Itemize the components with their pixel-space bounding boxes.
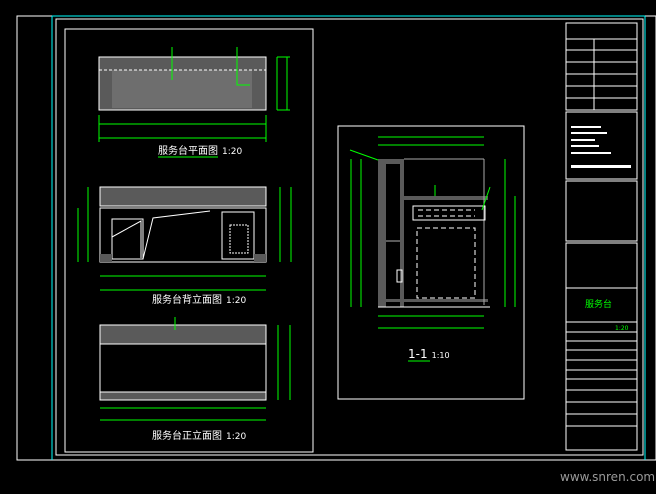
front-elevation-view (99, 317, 291, 421)
back-elevation-scale: 1:20 (226, 296, 246, 306)
front-elevation-title-line: 服务台正立面图 1:20 (152, 429, 246, 442)
section-sheet (337, 125, 525, 400)
plan-title-line: 服务台平面图 1:20 (158, 144, 242, 157)
section-title-line: 1-1 1:10 (408, 347, 450, 361)
back-elevation-title: 服务台背立面图 (152, 293, 222, 306)
section-scale: 1:10 (432, 351, 450, 360)
inner-frame (55, 18, 644, 456)
title-block-text-lines (571, 126, 631, 168)
section-title: 1-1 (408, 347, 428, 361)
left-sheet: 服务台平面图 1:20 服务台背立面图 1:20 (64, 28, 314, 453)
plan-title: 服务台平面图 (158, 144, 218, 157)
title-block (565, 22, 638, 451)
scale-value: 1:20 (615, 325, 629, 332)
front-elevation-title: 服务台正立面图 (152, 429, 222, 442)
front-elevation-scale: 1:20 (226, 432, 246, 442)
back-elevation-view (77, 186, 292, 291)
watermark: www.snren.com (560, 470, 656, 484)
plan-view (98, 47, 290, 142)
back-elevation-title-line: 服务台背立面图 1:20 (152, 293, 246, 306)
project-name: 服务台 (585, 298, 612, 310)
plan-scale: 1:20 (222, 147, 242, 157)
